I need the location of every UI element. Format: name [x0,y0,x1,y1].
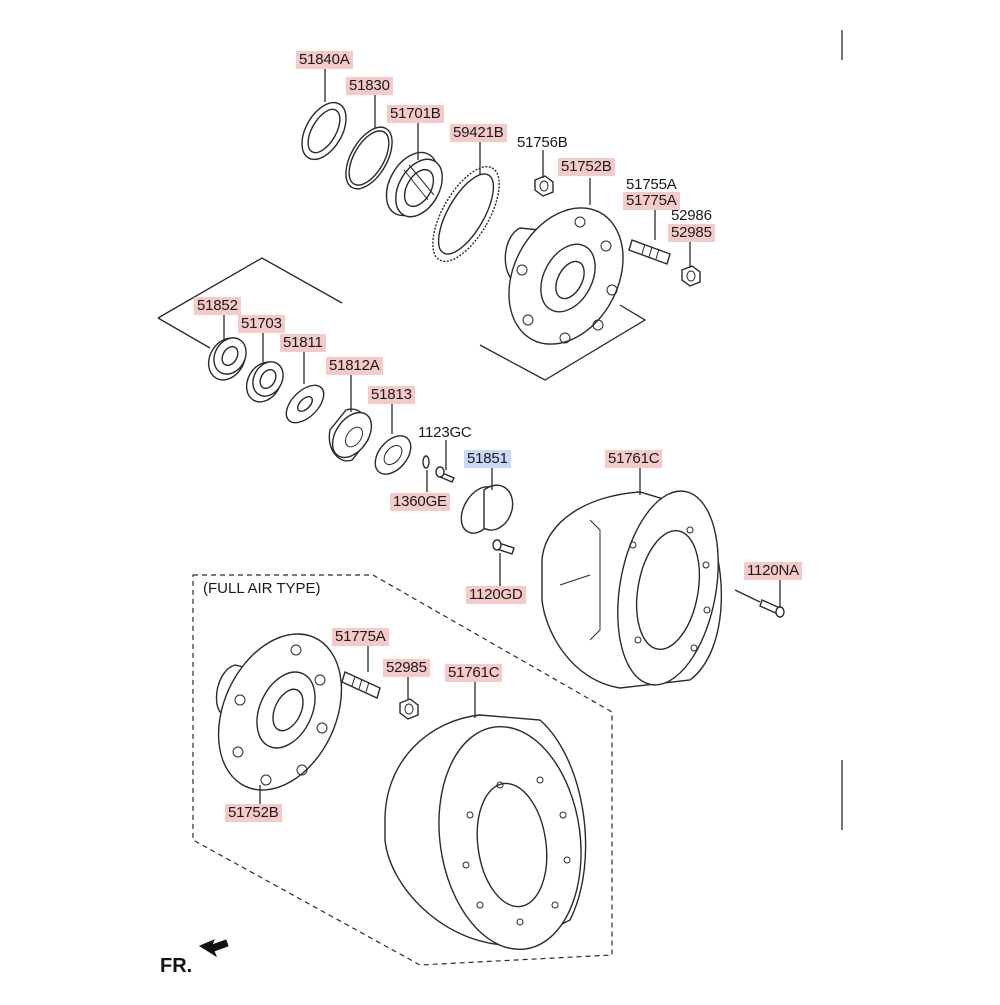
part-51775A-stud-top [628,239,671,265]
part-51775A-stud-bottom [341,671,381,699]
part-label-51756B[interactable]: 51756B [517,134,568,151]
part-51752B-hub-bottom [215,633,343,791]
front-direction-arrow-icon [198,939,229,958]
group-outline [479,304,647,381]
part-label-51811[interactable]: 51811 [280,334,326,352]
part-51840A-oil-seal [301,101,347,161]
part-label-1120GD[interactable]: 1120GD [466,586,526,604]
part-label-51752B-top[interactable]: 51752B [558,158,615,176]
part-label-52985-bottom[interactable]: 52985 [383,659,430,677]
part-label-51775A-bottom[interactable]: 51775A [332,628,389,646]
part-51811-washer [285,384,325,424]
part-label-1123GC[interactable]: 1123GC [418,424,472,441]
part-51761C-brake-drum-bottom [384,714,587,951]
part-51830-snap-ring [345,126,393,190]
part-51761C-brake-drum-top [541,490,723,689]
part-label-51813[interactable]: 51813 [368,386,415,404]
part-label-51761C-bottom[interactable]: 51761C [445,664,503,682]
part-51701B-bearing [385,151,443,218]
front-direction-label: FR. [160,955,193,977]
part-52985-nut-top [681,265,701,287]
group-outline [157,257,343,319]
leader-lines [223,68,781,805]
part-59421B-tone-wheel [432,165,500,263]
part-label-51703[interactable]: 51703 [238,315,285,333]
part-label-51830[interactable]: 51830 [346,77,393,95]
part-label-51812A[interactable]: 51812A [326,357,383,375]
group-outline [157,317,211,349]
part-label-51851[interactable]: 51851 [464,450,511,468]
part-label-51840A[interactable]: 51840A [296,51,353,69]
part-51756B-nut [534,175,554,197]
part-51813-lock-washer [374,435,412,475]
part-52985-nut-bottom [399,698,419,720]
part-51703-bearing [245,361,284,403]
part-51852-oil-seal [207,337,247,381]
part-1123GC-screw [435,466,455,483]
part-label-1360GE[interactable]: 1360GE [390,493,450,511]
part-label-51701B[interactable]: 51701B [387,105,444,123]
part-label-51752B-bottom[interactable]: 51752B [225,804,282,822]
part-label-51755A[interactable]: 51755A [626,176,677,193]
part-label-52985-top[interactable]: 52985 [668,224,715,242]
part-label-1120NA[interactable]: 1120NA [744,562,802,580]
part-label-51852[interactable]: 51852 [194,297,241,315]
part-label-51761C-top[interactable]: 51761C [605,450,663,468]
part-label-52986[interactable]: 52986 [671,207,712,224]
part-label-51775A-top[interactable]: 51775A [623,192,680,210]
part-1360GE-washer [422,455,430,469]
part-51851-hub-cap [460,484,514,534]
part-1120GD-bolt [492,539,515,555]
part-51752B-hub-top [504,207,624,345]
variant-note: (FULL AIR TYPE) [203,580,321,597]
full-air-type-outline [192,574,613,966]
part-51812A-lock-nut [328,408,373,462]
part-label-59421B[interactable]: 59421B [450,124,507,142]
